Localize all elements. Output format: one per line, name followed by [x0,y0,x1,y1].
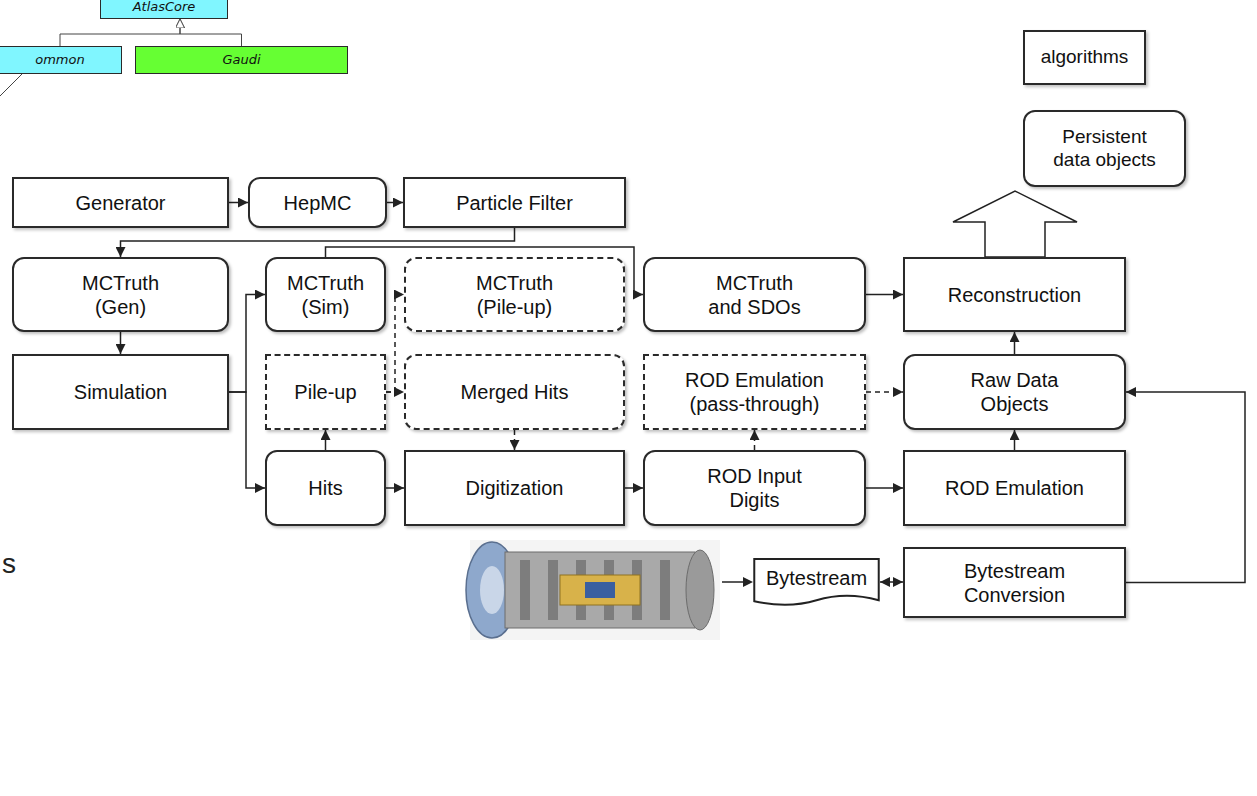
data-box: MCTruth (Gen) [12,257,229,332]
detector-ground [470,540,720,640]
algorithm-key-box: algorithms [1023,30,1146,85]
endcap-hub [480,566,504,614]
box-label: Particle Filter [456,191,573,215]
box-label: AtlasCore [133,0,196,15]
box-label: Reconstruction [948,283,1081,307]
flow-arrow [1126,392,1245,583]
box-label: Gaudi [222,52,260,68]
data-box: HepMC [248,177,387,228]
readout-arrowhead [743,577,753,587]
flow-arrow [386,391,404,393]
flow-arrow [229,295,265,393]
box-label: MCTruth and SDOs [700,271,810,319]
document-shape: Bytestream [753,558,880,606]
data-box: Hits [265,450,386,526]
calorimeter [585,582,615,598]
algorithm-box: Pile-up [265,354,386,430]
barrel [505,552,695,628]
algorithm-box: Reconstruction [903,257,1126,332]
box-label: Merged Hits [461,380,569,404]
barrel-end [686,550,714,630]
flow-arrow [60,19,180,46]
barrel-coil [660,560,670,620]
box-label: MCTruth (Sim) [276,271,376,319]
flow-arrow [866,294,903,296]
package-box: AtlasCore [100,0,228,19]
flow-arrow [121,228,515,257]
data-box: Raw Data Objects [903,354,1126,430]
box-label: ROD Emulation (pass-through) [680,368,830,416]
box-label: Generator [75,191,165,215]
box-label: Pile-up [294,380,356,404]
barrel-coil [548,560,558,620]
algorithm-box: Bytestream Conversion [903,547,1126,618]
box-label: MCTruth (Gen) [71,271,171,319]
flow-arrow [386,295,404,393]
algorithm-box: Digitization [404,450,625,526]
inner-detector [560,575,640,605]
box-label: HepMC [284,191,352,215]
flow-arrow [386,487,404,489]
flow-arrow [754,430,756,450]
detector-picture [466,540,753,640]
box-label: Hits [308,476,342,500]
flow-arrow [325,430,327,450]
flow-arrow [866,391,903,393]
flow-arrow [866,487,903,489]
package-box: Gaudi [135,46,348,74]
box-label: ommon [35,52,84,68]
flow-arrow [1014,430,1016,450]
data-box: MCTruth (Pile-up) [404,257,625,332]
flow-arrow [880,581,903,583]
flow-arrow [180,19,242,46]
box-label: MCTruth (Pile-up) [465,271,565,319]
document-path [754,559,878,605]
readout-line [722,581,745,583]
flow-arrow [229,392,265,488]
output-arrow [953,191,1077,257]
flow-arrow [229,202,248,204]
flow-arrow [1014,332,1016,354]
flow-arrow [625,487,643,489]
data-key-box: Persistent data objects [1023,110,1186,187]
algorithm-box: Particle Filter [403,177,626,228]
box-label: Simulation [74,380,167,404]
flow-arrow [387,202,403,204]
barrel-coil [520,560,530,620]
box-label: Bytestream [766,566,867,590]
box-label: ROD Input Digits [700,464,810,512]
box-label: algorithms [1041,46,1129,69]
slide-text-fragment: s [2,548,16,580]
box-label: ROD Emulation [945,476,1084,500]
algorithm-box: Simulation [12,354,229,430]
data-box: MCTruth (Sim) [265,257,386,332]
algorithm-box: ROD Emulation [903,450,1126,526]
package-box: ommon [0,46,122,74]
box-label: Raw Data Objects [960,368,1070,416]
algorithm-box: Generator [12,177,229,228]
box-label: Digitization [466,476,564,500]
flow-arrow [120,332,122,354]
data-box: ROD Input Digits [643,450,866,526]
tree-line [0,74,22,96]
algorithm-box: ROD Emulation (pass-through) [643,354,866,430]
data-box: Merged Hits [404,354,625,430]
box-label: Persistent data objects [1045,126,1165,172]
data-box: MCTruth and SDOs [643,257,866,332]
flow-arrow [514,430,516,450]
box-label: Bytestream Conversion [950,559,1080,607]
